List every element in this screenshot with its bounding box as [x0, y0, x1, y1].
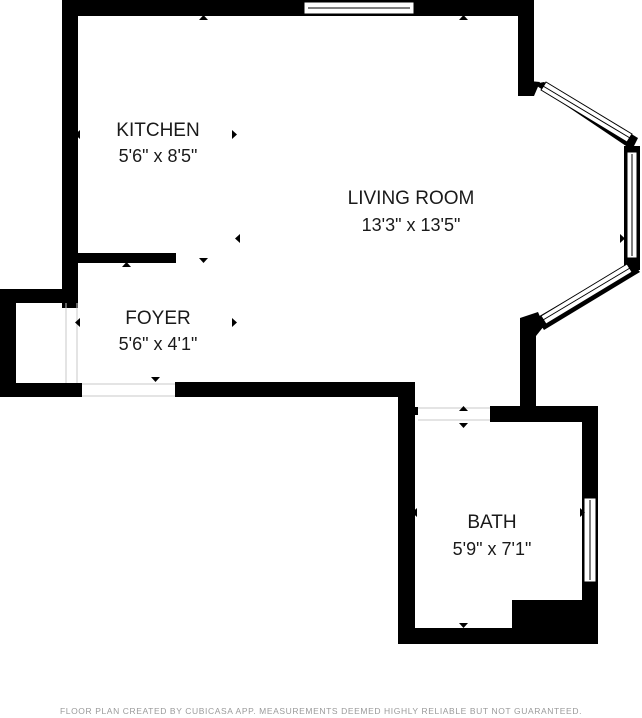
windows: [303, 1, 638, 583]
marker: [412, 508, 417, 517]
marker: [459, 623, 468, 628]
room-name-living-room: LIVING ROOM: [348, 188, 475, 209]
marker: [199, 258, 208, 263]
marker: [151, 377, 160, 382]
room-name-foyer: FOYER: [125, 308, 190, 329]
room-dims-living-room: 13'3" x 13'5": [362, 215, 461, 235]
wall-bath-left-stub: [398, 407, 418, 415]
wall-top: [62, 0, 534, 16]
wall-corner-upper: [518, 80, 540, 96]
marker: [75, 318, 80, 327]
marker: [620, 234, 625, 243]
bath-fixture: [512, 600, 598, 644]
room-dims-foyer: 5'6" x 4'1": [119, 334, 198, 354]
marker: [122, 262, 131, 267]
marker: [459, 15, 468, 20]
marker: [232, 318, 237, 327]
footer-disclaimer: FLOOR PLAN CREATED BY CUBICASA APP. MEAS…: [59, 706, 583, 716]
marker: [199, 15, 208, 20]
wall-left-kitchen: [62, 0, 78, 308]
room-dims-kitchen: 5'6" x 8'5": [119, 146, 198, 166]
doors: [65, 303, 490, 421]
wall-kitchen-foyer: [78, 253, 176, 263]
marker: [459, 406, 468, 411]
wall-vestibule-top: [0, 289, 78, 303]
marker: [232, 130, 237, 139]
walls: [0, 0, 640, 644]
marker: [235, 234, 240, 243]
room-dims-bath: 5'9" x 7'1": [453, 539, 532, 559]
marker: [75, 130, 80, 139]
wall-right-upper: [518, 0, 534, 96]
wall-right-lower: [520, 318, 536, 422]
marker: [459, 423, 468, 428]
wall-bath-left: [398, 382, 415, 644]
wall-vestibule-left: [0, 289, 16, 397]
wall-bottom: [175, 382, 415, 397]
dimension-markers: [75, 15, 625, 628]
marker: [580, 508, 585, 517]
room-name-bath: BATH: [467, 512, 516, 533]
wall-bath-top: [490, 406, 598, 422]
wall-vestibule-bottom: [0, 383, 82, 397]
room-name-kitchen: KITCHEN: [116, 120, 199, 141]
